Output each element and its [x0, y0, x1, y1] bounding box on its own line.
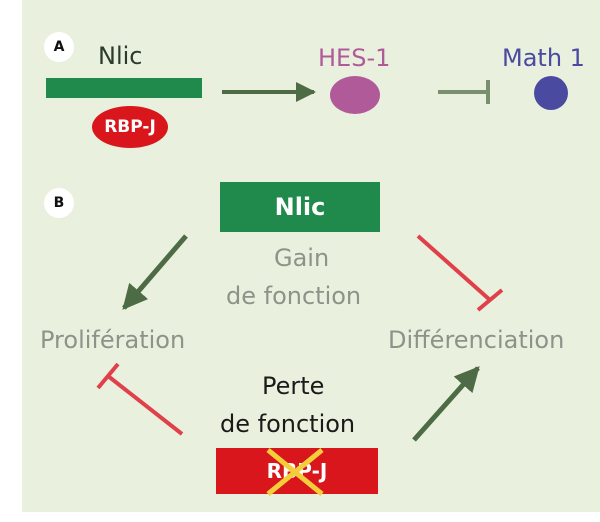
nlic-box-b: Nlic: [220, 182, 380, 232]
inhibition-bar-loss-to-proliferation: [96, 362, 120, 390]
loss-label-line1: Perte: [262, 372, 325, 400]
math1-node: [534, 76, 568, 110]
inhibition-nlic-to-differentiation: [416, 234, 492, 302]
hes1-node: [330, 76, 380, 114]
panel-b-label: B: [44, 188, 74, 218]
math1-label: Math 1: [502, 44, 585, 72]
nlic-label-a: Nlic: [98, 42, 143, 70]
gain-label-line2: de fonction: [226, 282, 362, 310]
inhibition-loss-to-proliferation: [106, 374, 184, 436]
cross-stroke-2: [266, 448, 324, 496]
inhibition-bar-nlic-to-differentiation: [476, 288, 504, 312]
arrow-nlic-to-proliferation: [122, 234, 188, 310]
arrow-loss-to-differentiation: [412, 366, 480, 442]
hes1-label: HES-1: [318, 44, 391, 72]
panel-a-label: A: [44, 32, 74, 62]
rbpj-oval: RBP-J: [92, 106, 168, 148]
differentiation-label: Différenciation: [388, 326, 565, 354]
gain-label-line1: Gain: [274, 244, 330, 272]
loss-label-line2: de fonction: [220, 410, 356, 438]
nlic-bar-a: [46, 78, 202, 98]
proliferation-label: Prolifération: [40, 326, 186, 354]
